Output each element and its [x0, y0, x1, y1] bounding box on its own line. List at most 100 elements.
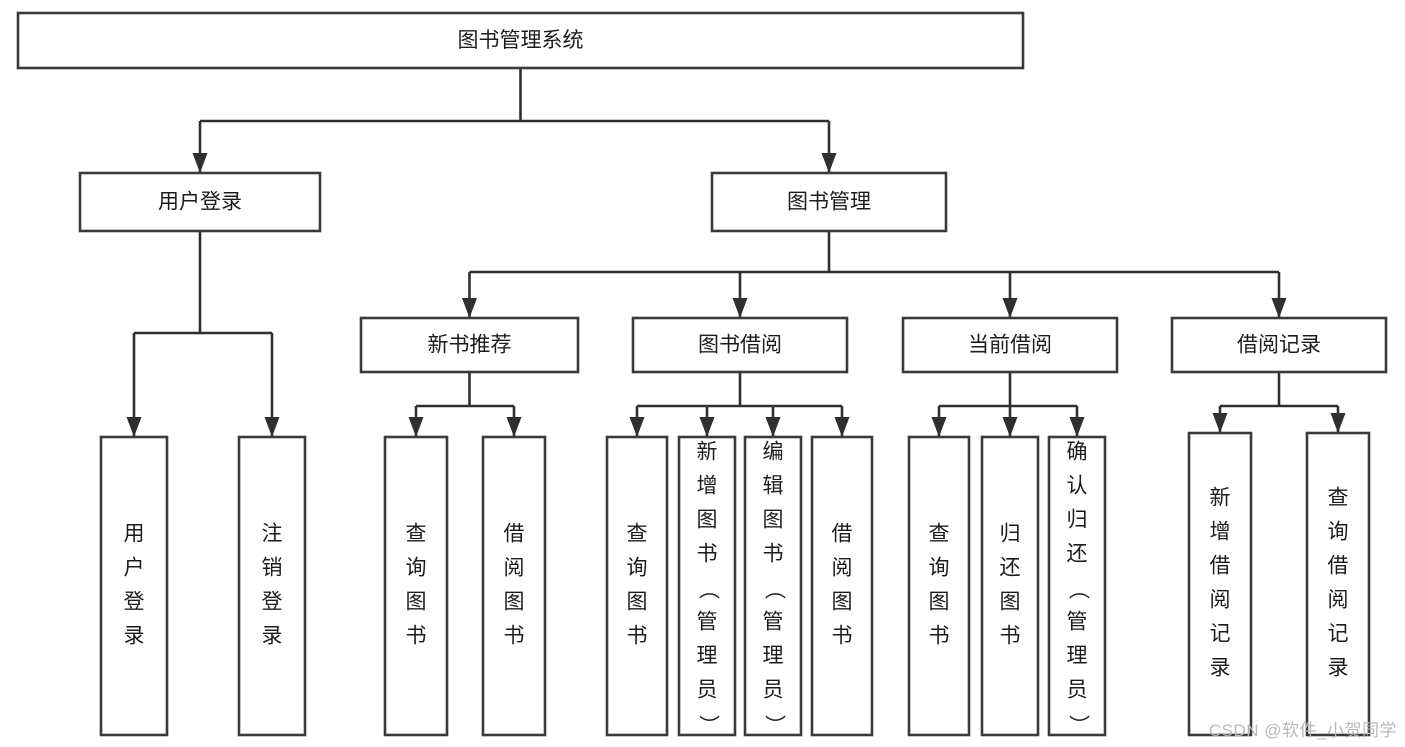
node-label-char: 登: [262, 591, 283, 614]
arrow-head-icon-borrow-record: [1271, 298, 1287, 318]
node-box: [99, 435, 169, 737]
node-label-char: 编: [763, 441, 784, 464]
node-label-char: 户: [124, 557, 145, 580]
node-label-char: 图: [763, 509, 784, 532]
node-label-char: ）: [696, 715, 719, 736]
node-label-char: 新: [1210, 487, 1231, 510]
node-label: 图书管理系统: [458, 29, 584, 52]
node-label-char: 注: [262, 523, 283, 546]
node-box: [901, 316, 1119, 374]
node-current-borrow[interactable]: 当前借阅: [901, 316, 1119, 374]
node-label-char: 管: [763, 611, 784, 634]
node-label-char: 查: [1328, 487, 1349, 510]
node-label: 用户登录: [158, 191, 242, 214]
node-label-char: 归: [1067, 509, 1088, 532]
arrow-head-icon-borrow-book-action: [834, 417, 850, 437]
node-label-char: 书: [504, 625, 525, 648]
node-box: [810, 435, 874, 737]
node-label-char: 增: [697, 475, 718, 498]
node-label-char: 销: [262, 557, 283, 580]
node-user-login[interactable]: 用户登录: [78, 171, 322, 233]
node-label-char: 阅: [1210, 589, 1231, 612]
arrow-head-icon-query-book-recommend: [408, 417, 424, 437]
node-label-char: 增: [1210, 521, 1231, 544]
node-label-char: 员: [697, 679, 718, 702]
node-label-char: 书: [406, 625, 427, 648]
node-label-char: 借: [1328, 555, 1349, 578]
arrow-head-icon-edit-book-admin: [765, 417, 781, 437]
arrow-head-icon-current-borrow: [1002, 298, 1018, 318]
node-label: 当前借阅: [968, 334, 1052, 357]
node-label-char: 还: [1067, 543, 1088, 566]
node-box: [481, 435, 547, 737]
arrow-head-icon-user-login: [192, 153, 208, 173]
node-label-char: 认: [1067, 475, 1088, 498]
node-label-char: 阅: [832, 557, 853, 580]
node-label-char: 新: [697, 441, 718, 464]
node-label-char: 图: [832, 591, 853, 614]
arrow-head-icon-user-logout: [264, 417, 280, 437]
node-label-char: 管: [1067, 611, 1088, 634]
node-label: 图书管理: [787, 191, 871, 214]
arrow-head-icon-query-book-current: [931, 417, 947, 437]
node-user-login-do[interactable]: 用户登录: [99, 435, 169, 737]
node-label-char: 员: [1067, 679, 1088, 702]
node-box: [359, 316, 580, 374]
node-label-char: 阅: [1328, 589, 1349, 612]
node-label-char: （: [1066, 579, 1089, 600]
node-label-char: 询: [406, 557, 427, 580]
arrow-head-icon-confirm-return-admin: [1069, 417, 1085, 437]
node-book-borrow[interactable]: 图书借阅: [631, 316, 849, 374]
node-label-char: 图: [504, 591, 525, 614]
arrow-head-icon-borrow-book-recommend: [506, 417, 522, 437]
node-box: [677, 435, 737, 737]
node-label-char: 确: [1067, 441, 1088, 464]
node-root[interactable]: 图书管理系统: [16, 11, 1025, 70]
node-label-char: ）: [762, 715, 785, 736]
node-label-char: 图: [406, 591, 427, 614]
node-label-char: 理: [1067, 645, 1088, 668]
arrow-head-icon-book-manage: [821, 153, 837, 173]
arrow-head-icon-query-book-borrow: [629, 417, 645, 437]
node-box: [907, 435, 971, 737]
node-box: [980, 435, 1040, 737]
node-label-char: 书: [627, 625, 648, 648]
node-label-char: 借: [504, 523, 525, 546]
node-box: [1305, 431, 1371, 737]
node-label-char: 书: [1000, 625, 1021, 648]
node-label-char: 书: [763, 543, 784, 566]
arrow-head-icon-add-book-admin: [699, 417, 715, 437]
node-book-manage[interactable]: 图书管理: [710, 171, 948, 233]
node-label-char: 查: [627, 523, 648, 546]
node-label-char: 还: [1000, 557, 1021, 580]
node-label-char: 用: [124, 523, 145, 546]
node-label-char: 记: [1328, 623, 1349, 646]
node-label-char: 录: [1328, 657, 1349, 680]
node-label: 图书借阅: [698, 334, 782, 357]
node-borrow-record[interactable]: 借阅记录: [1170, 316, 1388, 374]
node-box: [605, 435, 669, 737]
node-box: [743, 435, 803, 737]
arrow-head-icon-add-borrow-record: [1212, 413, 1228, 433]
node-label-char: 记: [1210, 623, 1231, 646]
node-label-char: 理: [697, 645, 718, 668]
node-new-book-recommend[interactable]: 新书推荐: [359, 316, 580, 374]
node-box: [631, 316, 849, 374]
node-label-char: 登: [124, 591, 145, 614]
node-label-char: 询: [1328, 521, 1349, 544]
node-label-char: 询: [929, 557, 950, 580]
